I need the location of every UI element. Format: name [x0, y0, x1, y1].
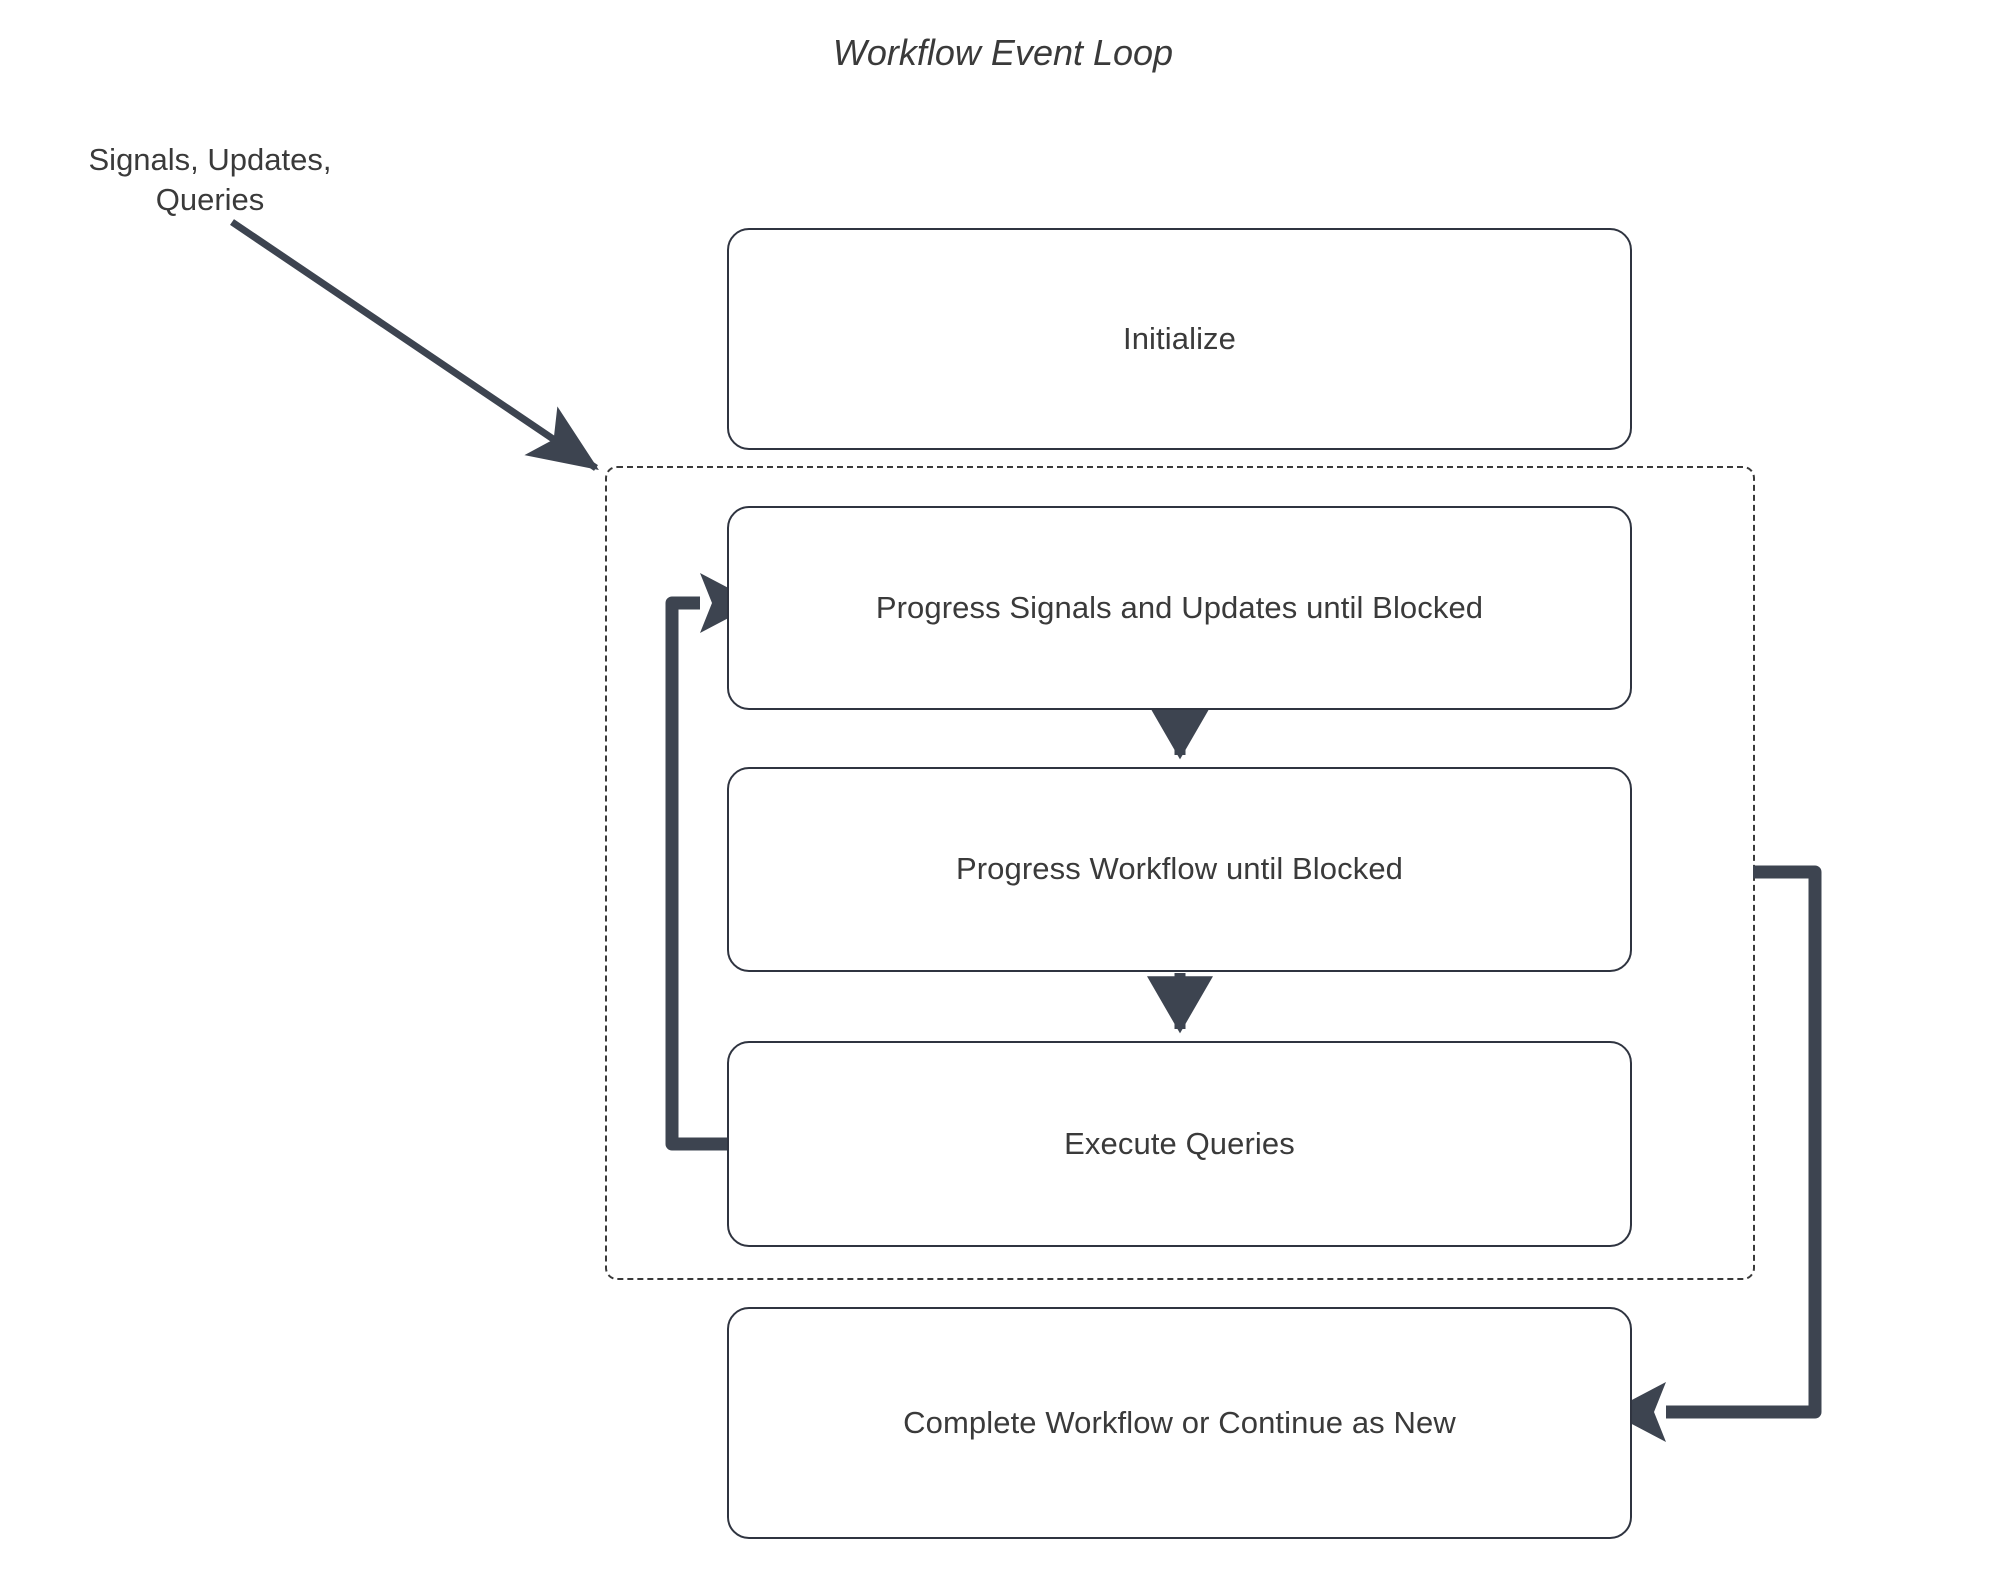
node-execute-queries-label: Execute Queries: [1064, 1125, 1295, 1161]
input-label-line-2: Queries: [155, 181, 265, 217]
input-signals-label: Signals, Updates, Queries: [10, 140, 410, 219]
node-progress-workflow-label: Progress Workflow until Blocked: [955, 851, 1404, 887]
node-complete-workflow[interactable]: Complete Workflow or Continue as New: [727, 1307, 1632, 1539]
node-progress-workflow[interactable]: Progress Workflow until Blocked: [727, 767, 1632, 972]
node-initialize-label: Initialize: [1123, 320, 1236, 356]
node-execute-queries[interactable]: Execute Queries: [727, 1041, 1632, 1247]
edge-signals-to-loop: [230, 219, 599, 471]
node-progress-signals-and-updates[interactable]: Progress Signals and Updates until Block…: [727, 506, 1632, 710]
node-complete-workflow-label: Complete Workflow or Continue as New: [903, 1404, 1456, 1440]
node-progress-signals-label: Progress Signals and Updates until Block…: [875, 589, 1484, 625]
input-label-line-1: Signals, Updates,: [88, 142, 332, 177]
page-title: Workflow Event Loop: [832, 32, 1174, 73]
node-initialize[interactable]: Initialize: [727, 228, 1632, 450]
